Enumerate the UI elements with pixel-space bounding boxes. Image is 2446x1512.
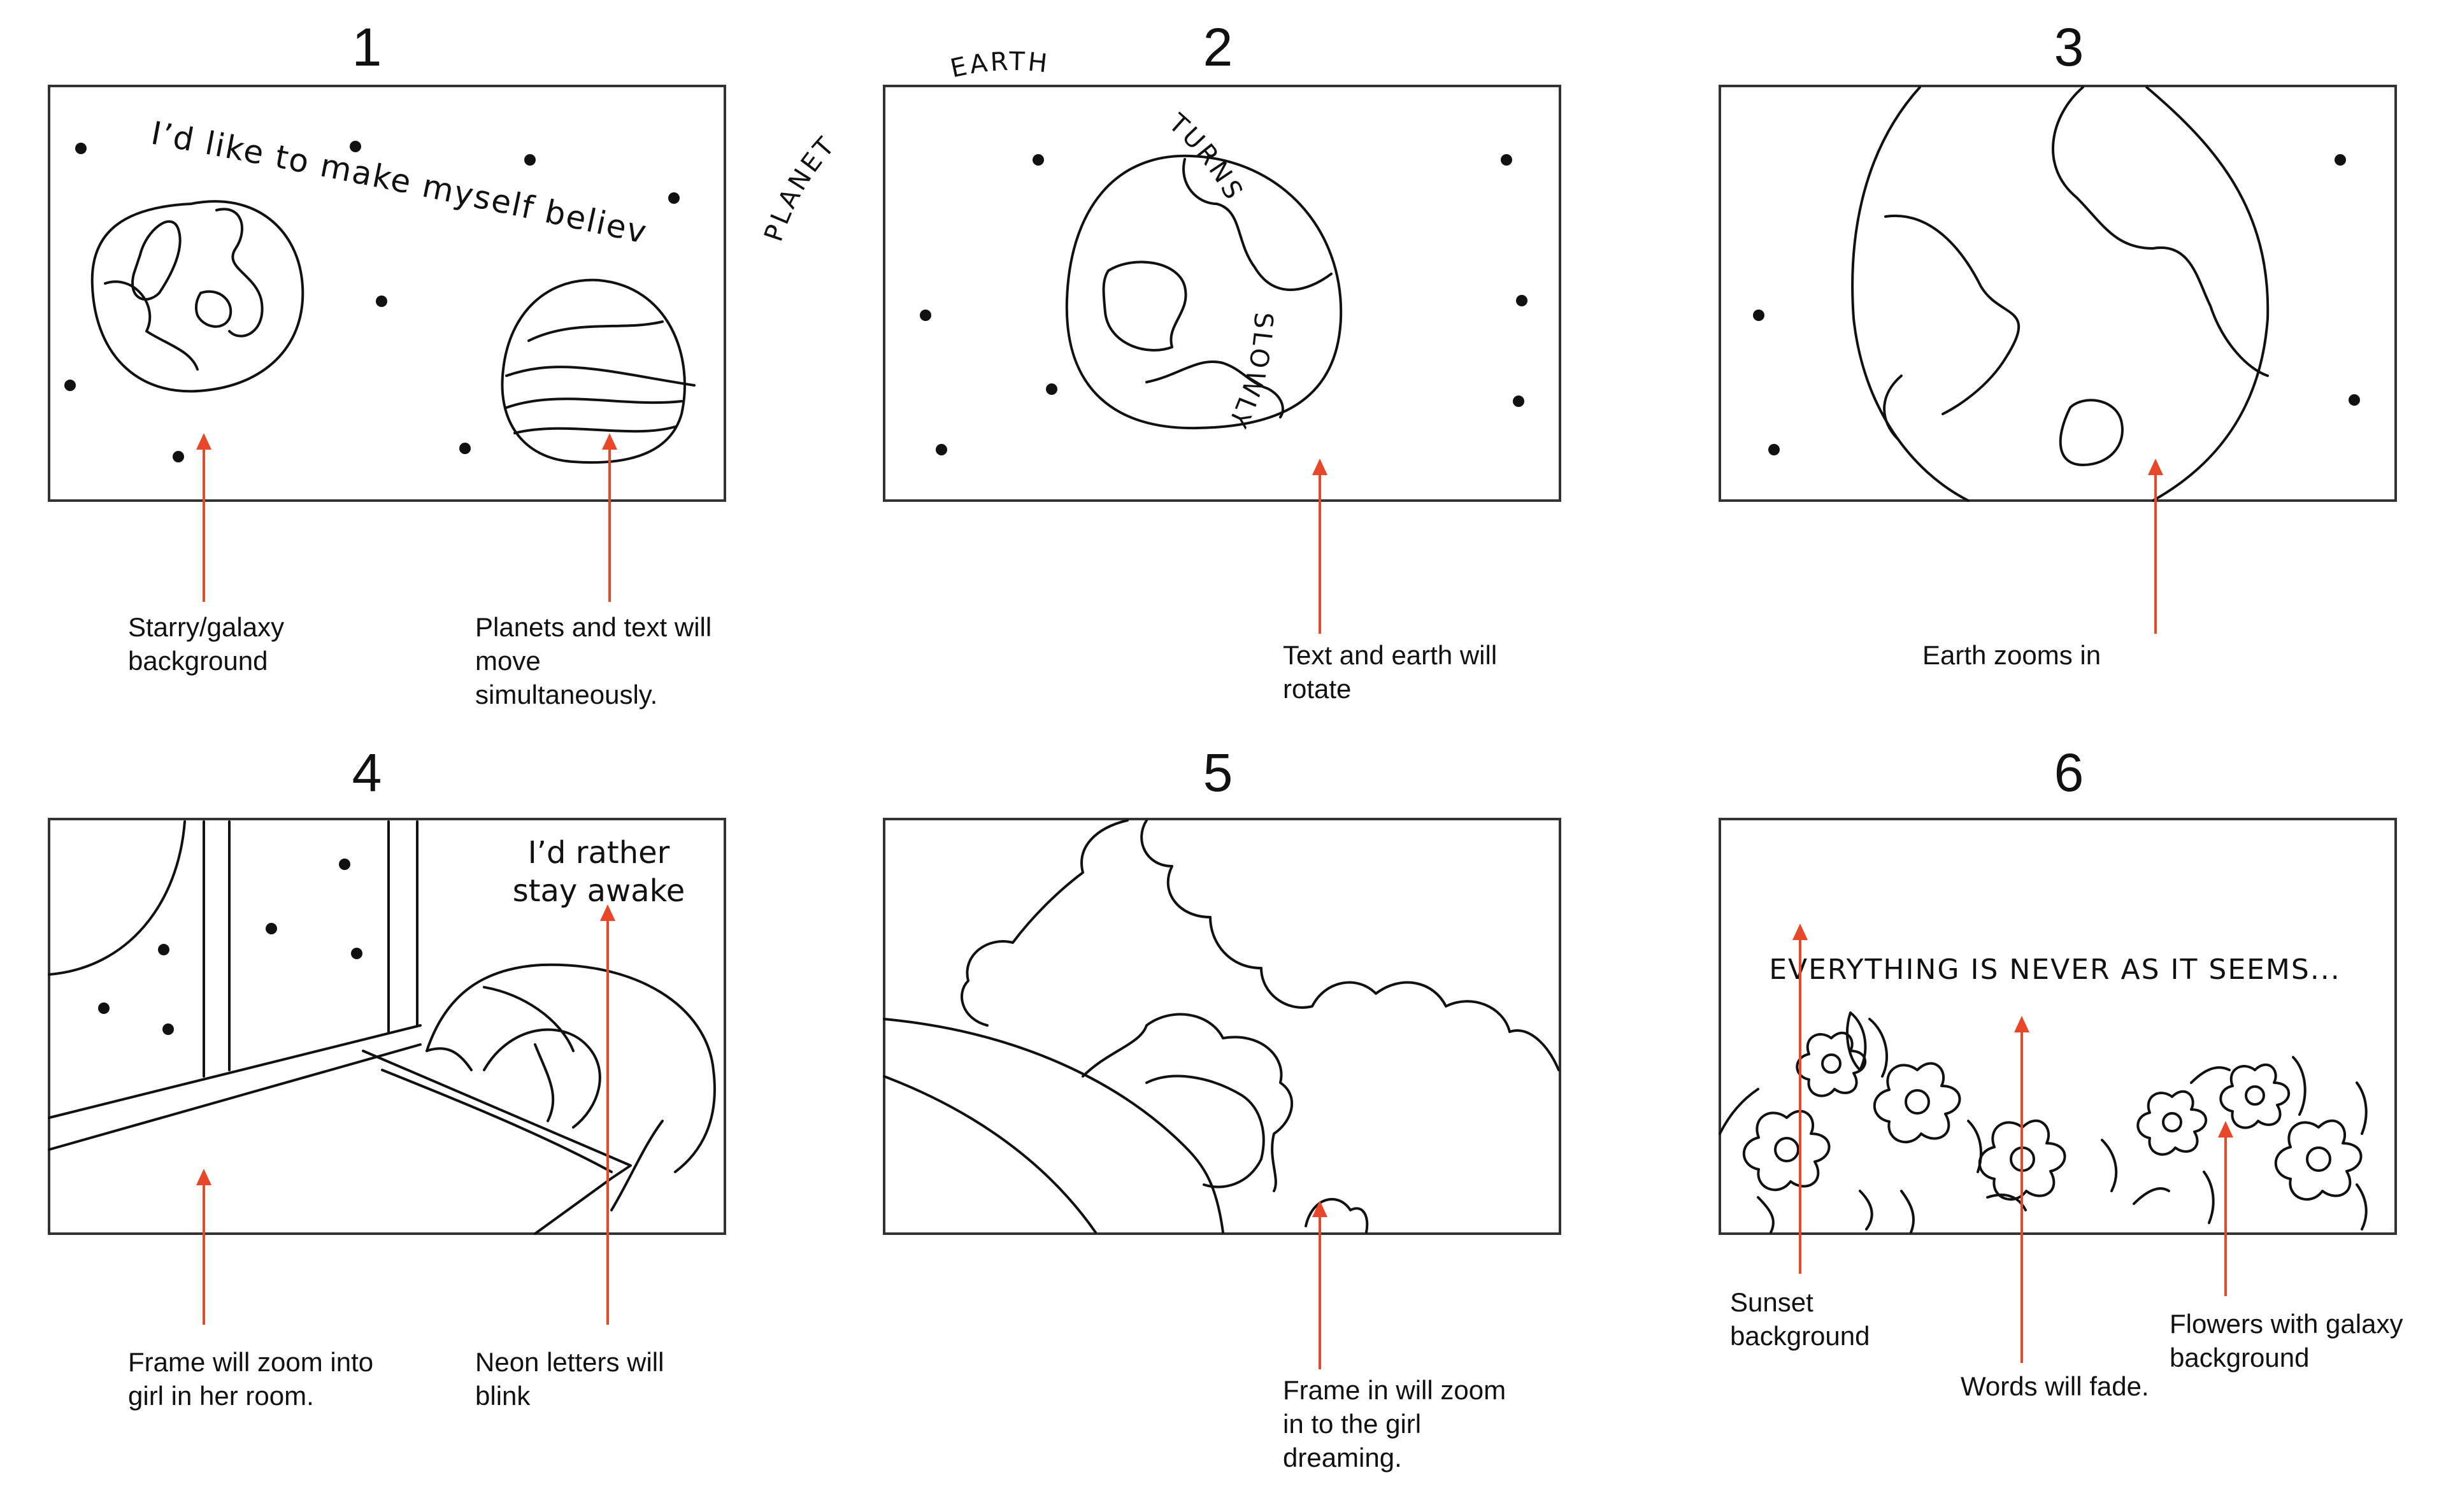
panel-2-stars [920, 154, 1527, 455]
panel-5 [883, 818, 1561, 1235]
panel-2-frame [883, 85, 1561, 502]
panel-2-number: 2 [1203, 17, 1233, 77]
panel-2-word-planet: PLANET [759, 131, 839, 245]
earth-globe-sketch [1065, 154, 1343, 430]
panel-4-stars [98, 859, 362, 1035]
arrow-panel-1-background [196, 433, 211, 602]
panel-3-stars [1753, 154, 2360, 455]
panel-4: I’d rather stay awake [48, 818, 726, 1235]
panel-4-caption-line-1: I’d rather [528, 835, 670, 871]
arrow-panel-3-zoom [2148, 459, 2163, 634]
note-panel-4-neon: Neon letters will blink [475, 1347, 664, 1411]
panel-6-frame [1719, 818, 2397, 1235]
planet-striped-sketch [501, 278, 696, 464]
window-sketch [48, 820, 422, 1151]
arrow-panel-1-planets [602, 433, 617, 602]
arrow-panel-5-frame [1312, 1201, 1327, 1369]
svg-text:PLANET: PLANET [759, 131, 841, 245]
note-panel-2-rotate: Text and earth will rotate [1283, 640, 1498, 704]
earth-closeup-sketch [1851, 86, 2270, 502]
panel-6: EVERYTHING IS NEVER AS IT SEEMS... [1719, 818, 2397, 1235]
svg-text:EARTH: EARTH [948, 47, 1051, 84]
note-panel-3-zoom: Earth zooms in [1922, 640, 2101, 670]
arrow-panel-2-rotate [1312, 459, 1327, 634]
panel-5-number: 5 [1203, 743, 1233, 802]
flowers-sketch [1719, 1011, 2368, 1234]
annotation-arrows [196, 433, 2233, 1369]
panel-4-caption-line-2: stay awake [513, 873, 685, 909]
panel-4-number: 4 [352, 743, 382, 802]
note-panel-5-frame: Frame in will zoom in to the girl dreami… [1283, 1375, 1506, 1473]
arrow-panel-4-neon [600, 904, 615, 1325]
note-panel-1-background: Starry/galaxy background [128, 612, 285, 676]
panel-2-word-earth: EARTH [948, 47, 1048, 84]
panel-3-number: 3 [2054, 17, 2084, 77]
planet-earth-sketch [90, 200, 304, 393]
arrow-panel-4-frame [196, 1169, 211, 1325]
arrow-panel-6-sunset [1792, 924, 1808, 1274]
note-panel-1-planets: Planets and text will move simultaneousl… [475, 612, 712, 710]
note-panel-6-sunset: Sunset background [1730, 1287, 1870, 1351]
girl-in-bed-sketch [362, 963, 716, 1235]
panel-1-number: 1 [352, 17, 382, 77]
panel-1-stars [64, 141, 680, 462]
panel-3 [1719, 85, 2397, 502]
note-panel-6-flowers: Flowers with galaxy background [2170, 1309, 2403, 1373]
arrow-panel-6-flowers [2218, 1121, 2233, 1296]
panel-6-number: 6 [2054, 743, 2084, 802]
note-panel-6-words: Words will fade. [1961, 1371, 2149, 1401]
panel-3-frame [1719, 85, 2397, 502]
note-panel-4-frame: Frame will zoom into girl in her room. [128, 1347, 374, 1411]
arrow-panel-6-words [2014, 1016, 2029, 1363]
panel-5-frame [883, 818, 1561, 1235]
dream-clouds-sketch [883, 819, 1560, 1234]
panel-4-frame [48, 818, 726, 1235]
panel-2: PLANET EARTH TURNS SLOWLY [759, 47, 1561, 502]
panel-6-caption: EVERYTHING IS NEVER AS IT SEEMS... [1769, 953, 2341, 986]
